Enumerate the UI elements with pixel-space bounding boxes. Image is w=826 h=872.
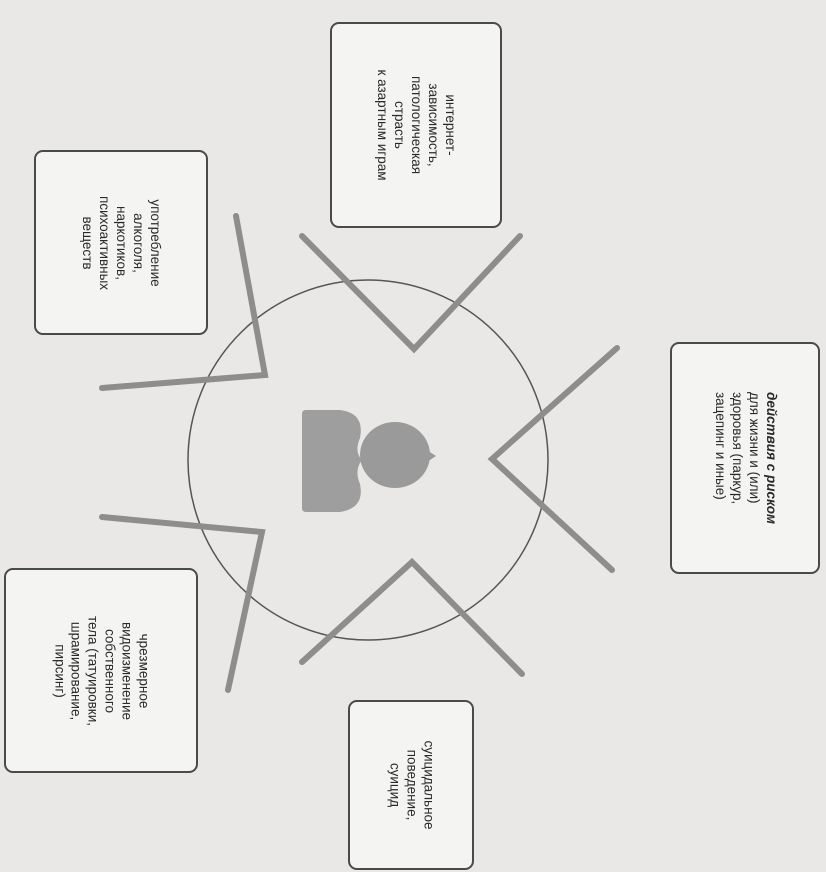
box-risk-line: здоровья (паркур, [730,391,745,505]
box-body-line: пирсинг) [52,643,68,698]
box-internet-line: интернет- [443,94,459,156]
arrow-internet [299,233,523,354]
box-suicide-line: суицидальное [421,740,437,830]
box-body-line: чрезмерное [136,633,152,708]
box-alcohol-line: психоактивных [97,195,113,290]
arrow-body [99,514,266,693]
arrow-alcohol [99,213,269,391]
box-body-line: видоизменение [119,621,135,720]
box-internet-text: интернет- зависимость, патологическая ст… [374,69,459,181]
box-risk-line: зацепинг и иные) [713,391,729,500]
box-internet-line: страсть [392,101,408,149]
person-figure-icon [302,410,436,512]
box-risk-line: действия с риском [763,391,779,525]
box-alcohol-line: употребление [148,198,164,287]
box-suicidal-behavior: суицидальное поведение, суицид [348,700,474,870]
box-suicide-line: поведение, [404,749,420,821]
box-body-line: шрамирование, [69,621,85,720]
box-risk-line: для жизни и (или) [746,391,762,504]
box-internet-addiction: интернет- зависимость, патологическая ст… [330,22,502,228]
box-body-modification: чрезмерное видоизменение собственного те… [4,568,198,773]
box-risky-actions: действия с риском для жизни и (или) здор… [670,342,820,574]
box-suicide-line: суицид [387,762,403,808]
box-risk-text: действия с риском для жизни и (или) здор… [711,392,779,524]
figure-head [360,422,430,488]
arrow-suicide [299,557,525,677]
box-body-line: собственного [102,628,118,713]
box-internet-line: патологическая [409,75,425,175]
figure-nose [427,450,436,462]
box-alcohol-line: наркотиков, [114,205,130,280]
box-alcohol-text: употребление алкоголя, наркотиков, психо… [79,195,164,290]
arrow-risk [487,345,620,573]
box-alcohol-line: алкоголя, [131,212,147,273]
figure-body [302,410,362,512]
box-internet-line: к азартным играм [375,69,391,181]
box-body-text: чрезмерное видоизменение собственного те… [50,616,151,726]
box-substance-use: употребление алкоголя, наркотиков, психо… [34,150,208,335]
box-suicide-text: суицидальное поведение, суицид [386,740,437,829]
box-alcohol-line: веществ [80,215,96,270]
center-circle [187,279,549,641]
box-body-line: тела (татуировки, [86,615,101,726]
box-internet-line: зависимость, [426,83,442,167]
